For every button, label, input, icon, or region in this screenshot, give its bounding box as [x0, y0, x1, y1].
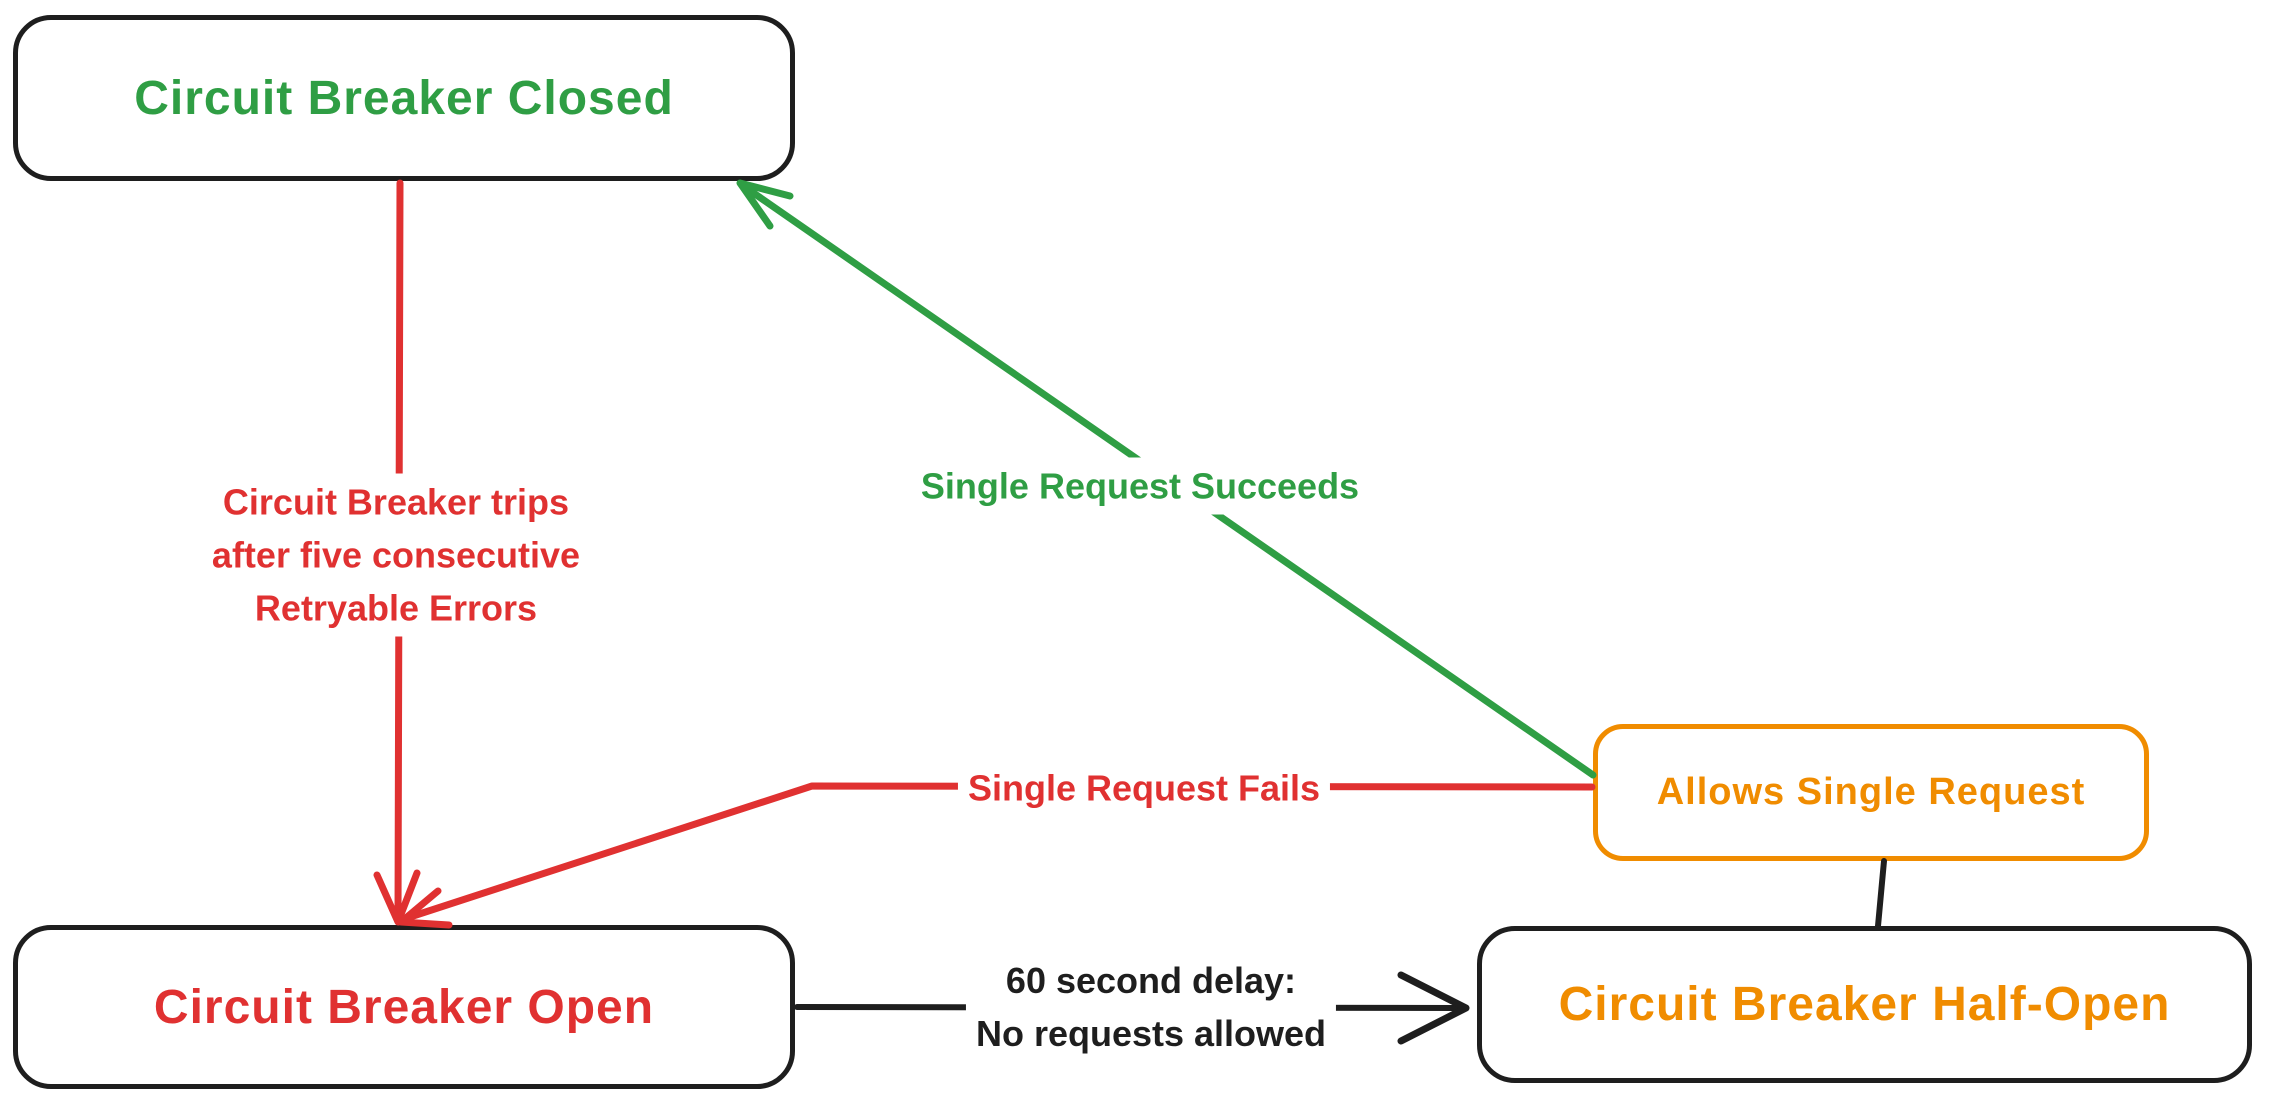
edge-trip-arrowhead-icon: [373, 869, 421, 926]
node-circuit-breaker-closed: Circuit Breaker Closed: [13, 15, 795, 181]
edge-label-trip: Circuit Breaker trips after five consecu…: [201, 473, 591, 637]
edge-label-delay-line2: No requests allowed: [975, 1013, 1327, 1054]
edge-label-delay: 60 second delay: No requests allowed: [965, 952, 1337, 1062]
edge-label-fails: Single Request Fails: [957, 759, 1331, 817]
edge-label-trip-line3: Retryable Errors: [254, 587, 538, 629]
edge-delay-arrowhead-icon: [1397, 971, 1470, 1045]
edge-label-delay-line1: 60 second delay:: [1005, 960, 1297, 1001]
node-allows-label: Allows Single Request: [1656, 771, 2086, 813]
edge-succeeds-arrowhead-icon: [736, 179, 794, 230]
edge-label-succeeds: Single Request Succeeds: [910, 457, 1370, 515]
edge-fails-arrowhead-icon: [397, 887, 453, 929]
edge-label-trip-line1: Circuit Breaker trips: [222, 481, 570, 523]
node-half-open-label: Circuit Breaker Half-Open: [1558, 978, 2171, 1031]
node-allows-single-request: Allows Single Request: [1593, 724, 2149, 861]
node-open-label: Circuit Breaker Open: [153, 980, 655, 1034]
node-circuit-breaker-half-open: Circuit Breaker Half-Open: [1477, 926, 2252, 1083]
edge-label-trip-line2: after five consecutive: [211, 534, 581, 576]
node-closed-label: Circuit Breaker Closed: [134, 71, 674, 125]
node-circuit-breaker-open: Circuit Breaker Open: [13, 925, 795, 1089]
edge-allows-halfopen-line: [1875, 858, 1887, 929]
